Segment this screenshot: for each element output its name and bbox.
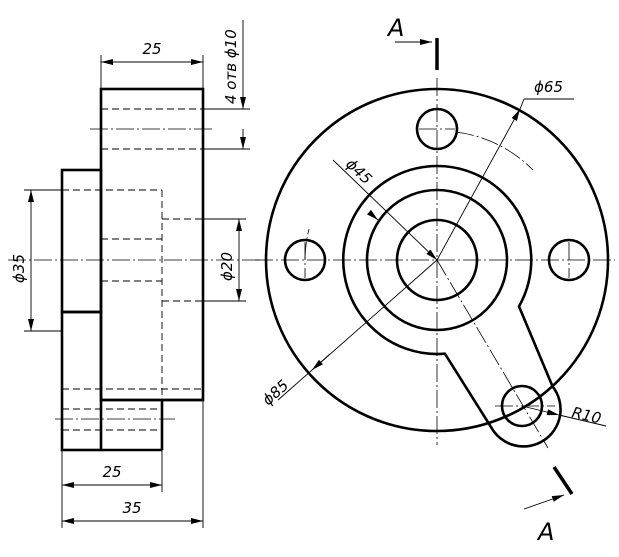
centerline-lug: [436, 259, 549, 449]
flange-outline: [99, 87, 205, 402]
section-line-bottom: [552, 466, 574, 495]
pitch-circle-arc: [455, 131, 534, 171]
dim-pcd: ϕ65: [534, 78, 563, 96]
dim-line-outer-dia: [277, 259, 438, 401]
dim-top-width: 25: [142, 40, 161, 58]
plan-view: ϕ65 ϕ45 ϕ85 R10 A A: [255, 14, 615, 546]
pitch-circle-arc: [304, 228, 310, 261]
dim-line-lug-radius: [521, 405, 560, 416]
dim-lug-radius: R10: [570, 403, 603, 427]
dim-bore-dia: ϕ20: [218, 252, 236, 281]
dim-total-width: 35: [122, 499, 141, 517]
section-arrow-bottom: [523, 494, 565, 510]
section-label-top: A: [386, 14, 404, 42]
section-label-bottom: A: [536, 518, 554, 546]
dim-line-pcd: [436, 108, 521, 261]
boss-with-lug-outline: [341, 164, 562, 448]
lower-body-outline: [60, 310, 103, 452]
dim-hole-callout: 4 отв ϕ10: [222, 29, 240, 104]
front-view: 25 4 отв ϕ10 ϕ20 ϕ35 25 35: [8, 20, 262, 528]
dim-bottom-width: 25: [102, 463, 121, 481]
boss-outline: [60, 168, 103, 314]
dim-outer-dia: ϕ85: [259, 376, 293, 409]
dim-line-inner-dia: [332, 159, 438, 261]
dim-boss-dia: ϕ35: [10, 254, 28, 283]
dim-inner-dia: ϕ45: [342, 155, 375, 188]
